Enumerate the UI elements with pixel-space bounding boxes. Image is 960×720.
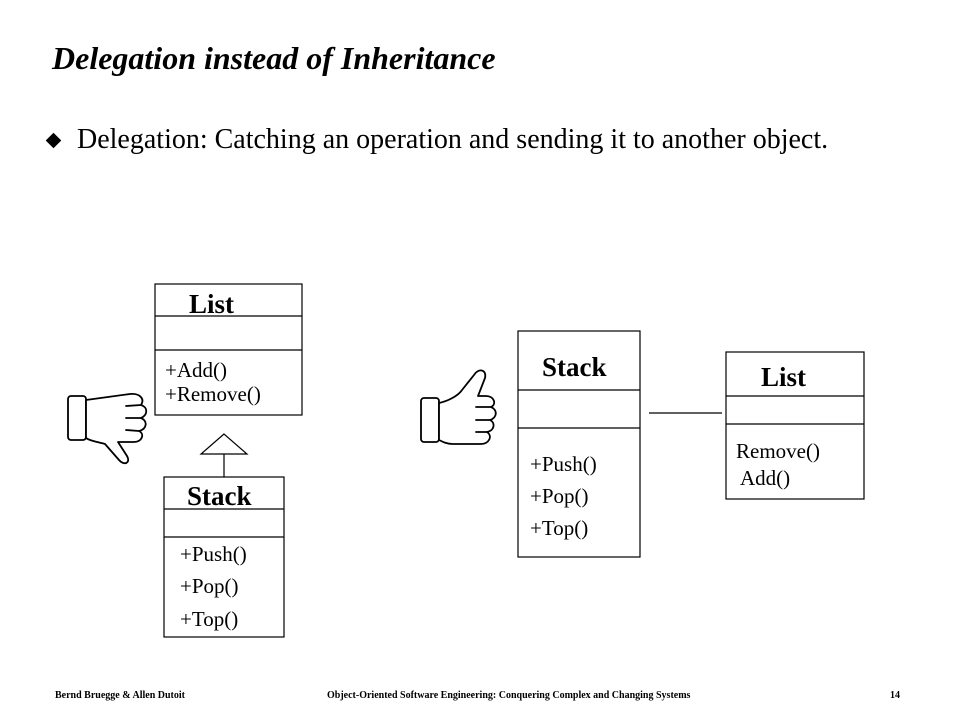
stack-operation: +Top() [180, 607, 238, 631]
stack-operation: +Top() [530, 516, 588, 540]
bullet-text: Delegation: Catching an operation and se… [77, 124, 829, 155]
stack-client-box: Stack +Push() +Pop() +Top() [517, 330, 641, 558]
thumbs-down-icon [67, 393, 148, 465]
stack-operation: +Push() [180, 542, 247, 566]
stack-operation: +Pop() [180, 574, 239, 598]
stack-class-name: Stack [542, 352, 607, 382]
list-class-name: List [761, 362, 806, 392]
list-class-name: List [189, 289, 234, 319]
stack-operation: +Push() [530, 452, 597, 476]
delegation-example: Stack +Push() +Pop() +Top() List Remove(… [420, 330, 865, 558]
list-delegate-box: List Remove() Add() [725, 351, 865, 500]
slide-title: Delegation instead of Inheritance [52, 40, 496, 76]
inheritance-example: List +Add() +Remove() Stack +Push() +Pop… [67, 283, 303, 638]
thumbs-up-icon [420, 369, 497, 445]
footer-page-number: 14 [890, 690, 900, 701]
stack-class-name: Stack [187, 481, 252, 511]
footer-authors: Bernd Bruegge & Allen Dutoit [55, 690, 185, 701]
list-operation: +Add() [165, 358, 227, 382]
footer-book-title: Object-Oriented Software Engineering: Co… [327, 690, 691, 701]
stack-operation: +Pop() [530, 484, 589, 508]
list-operation: Add() [740, 466, 790, 490]
stack-subclass-box: Stack +Push() +Pop() +Top() [163, 476, 285, 638]
list-superclass-box: List +Add() +Remove() [154, 283, 303, 416]
generalization-arrow [199, 433, 249, 477]
list-operation: Remove() [736, 439, 820, 463]
list-operation: +Remove() [165, 382, 261, 406]
